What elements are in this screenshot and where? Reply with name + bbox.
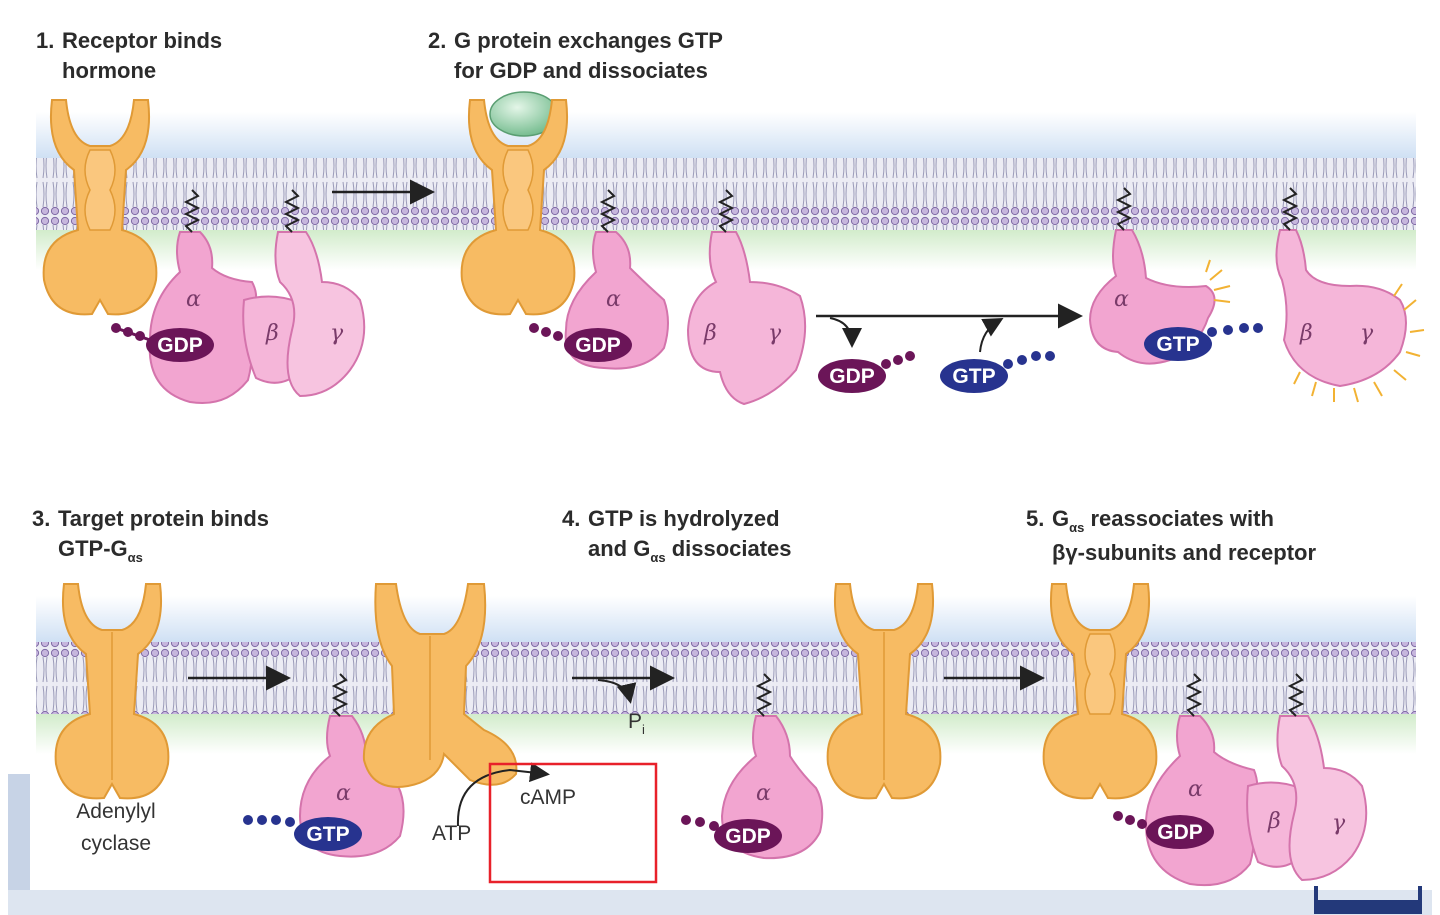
step-5-line1: Gαs reassociates with — [1052, 506, 1274, 535]
step-2-active-gtp: GTP — [1144, 323, 1263, 361]
step-4-gdp-label: GDP — [725, 825, 771, 848]
step-2-receptor — [460, 99, 576, 316]
step-4-gdp: GDP — [681, 815, 782, 853]
step-5-line2: βγ-subunits and receptor — [1052, 540, 1316, 565]
step-3-receptor — [54, 583, 170, 800]
step-5-g-gamma: γ — [1276, 673, 1368, 882]
pi-label: Pi — [628, 710, 645, 737]
step-2-g-beta-gamma: β γ — [686, 189, 807, 406]
step-5-title: 5. Gαs reassociates with βγ-subunits and… — [1026, 506, 1316, 565]
camp-label: cAMP — [520, 786, 576, 809]
step-2-line2: for GDP and dissociates — [454, 58, 708, 83]
slide-frame-decoration — [8, 774, 1432, 915]
step-5-receptor — [1042, 583, 1158, 800]
step-2-active-alpha-label: α — [1114, 287, 1129, 312]
step-4-line2: and Gαs dissociates — [588, 536, 792, 565]
step-2-free-gamma-label: γ — [1360, 321, 1374, 346]
step-3-line2: GTP-Gαs — [58, 536, 143, 565]
step-5-gdp-label: GDP — [1157, 821, 1203, 844]
step-3-gtp-label: GTP — [306, 823, 349, 846]
step-3-alpha-label: α — [336, 781, 351, 806]
step-4-adenylyl-cyclase — [826, 583, 942, 800]
step-5-gdp: GDP — [1113, 811, 1214, 849]
step-1-gdp-label: GDP — [157, 334, 203, 357]
atp-camp-reaction: ATP cAMP — [432, 762, 576, 845]
camp-highlight-box — [488, 762, 658, 884]
step-5-number: 5. — [1026, 506, 1044, 531]
step-2-gdp-label: GDP — [575, 334, 621, 357]
step-1-number: 1. — [36, 28, 54, 53]
step-3-gtp: GTP — [243, 815, 362, 851]
step-3-line1: Target protein binds — [58, 506, 269, 531]
step-1-gdp: GDP — [111, 323, 214, 362]
step-5-beta-label: β — [1267, 809, 1281, 834]
step-2-alpha-label: α — [606, 287, 621, 312]
step-2-number: 2. — [428, 28, 446, 53]
step-5-gamma-label: γ — [1332, 811, 1346, 836]
step-1-g-gamma: γ — [274, 189, 366, 398]
step-1-gamma-label: γ — [330, 321, 344, 346]
step-2-released-gdp-label: GDP — [829, 365, 875, 388]
step-2-title: 2. G protein exchanges GTP for GDP and d… — [428, 28, 723, 83]
step-4-title: 4. GTP is hydrolyzed and Gαs dissociates — [562, 506, 792, 565]
step-2-free-beta-label: β — [1299, 321, 1313, 346]
step-5-alpha-label: α — [1188, 777, 1203, 802]
step-2-free-beta-gamma: β γ — [1275, 187, 1425, 403]
step-1-alpha-label: α — [186, 287, 201, 312]
step-1-title: 1. Receptor binds hormone — [36, 28, 222, 83]
atp-label: ATP — [432, 822, 471, 845]
step-1-line2: hormone — [62, 58, 156, 83]
step-2-beta-label: β — [703, 321, 717, 346]
step-3-number: 3. — [32, 506, 50, 531]
step-3-adenylyl-cyclase-active — [362, 583, 518, 788]
adenylyl-cyclase-label: Adenylyl cyclase — [76, 800, 155, 855]
step-1-beta-label: β — [265, 321, 279, 346]
step-4-hydrolysis-arrow: Pi — [572, 665, 675, 737]
step-2-exchange-arrows — [816, 303, 1083, 353]
step-1-line1: Receptor binds — [62, 28, 222, 53]
step-4-number: 4. — [562, 506, 580, 531]
top-membrane — [36, 112, 1416, 270]
step-2-active-gtp-label: GTP — [1156, 333, 1199, 356]
step-2-gdp: GDP — [529, 323, 632, 362]
step-4-line1: GTP is hydrolyzed — [588, 506, 780, 531]
step-2-incoming-gtp-label: GTP — [952, 365, 995, 388]
step-2-released-gdp: GDP — [818, 351, 915, 393]
adenylyl-label-line2: cyclase — [81, 832, 151, 855]
step-2-line1: G protein exchanges GTP — [454, 28, 723, 53]
step-3-title: 3. Target protein binds GTP-Gαs — [32, 506, 269, 565]
adenylyl-label-line1: Adenylyl — [76, 800, 155, 823]
step-2-incoming-gtp: GTP — [940, 351, 1055, 393]
step-4-alpha-label: α — [756, 781, 771, 806]
step-1-receptor — [42, 99, 158, 316]
step-2-gamma-label: γ — [768, 321, 782, 346]
